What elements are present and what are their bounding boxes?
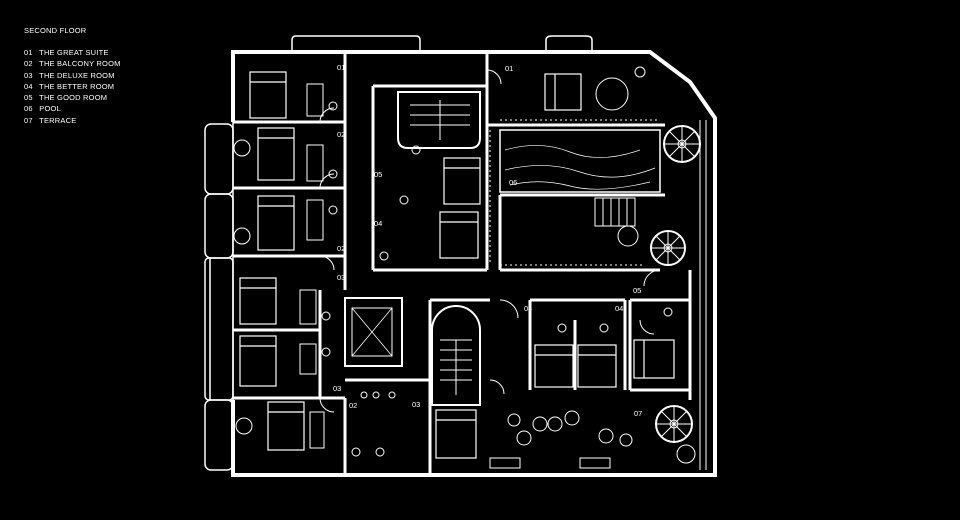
pool (499, 129, 661, 193)
bathroom-fixtures (299, 83, 673, 457)
tag-balcony-02b: 02 (337, 244, 346, 253)
legend-title: SECOND FLOOR (24, 26, 87, 35)
spiral-stairs (650, 125, 701, 443)
tag-good-05a: 05 (374, 170, 383, 179)
legend-item-great-suite: 01 THE GREAT SUITE (24, 48, 109, 57)
floor-legend: SECOND FLOOR 01 THE GREAT SUITE 02 THE B… (24, 26, 121, 126)
tag-deluxe-03c: 03 (412, 400, 421, 409)
tag-deluxe-03a: 03 (337, 273, 346, 282)
tag-better-04a: 04 (374, 219, 383, 228)
legend-item-pool: 06 POOL (24, 104, 61, 114)
exterior-walls (231, 50, 717, 477)
tag-good-05b: 05 (633, 286, 642, 295)
tag-great-suite-01a: 01 (337, 63, 346, 72)
tag-balcony-02a: 02 (337, 130, 346, 139)
plants (233, 139, 696, 464)
lift-core (344, 297, 403, 367)
tag-terrace-07: 07 (634, 409, 643, 418)
beds (239, 71, 675, 459)
tag-deluxe-03b: 03 (333, 384, 342, 393)
legend-item-balcony-room: 02 THE BALCONY ROOM (24, 59, 121, 69)
tag-balcony-02c: 02 (349, 401, 358, 410)
tag-better-04b: 04 (524, 304, 533, 313)
upper-stair (397, 91, 481, 149)
legend-item-deluxe-room: 03 THE DELUXE ROOM (24, 70, 115, 80)
tag-pool-06: 06 (509, 178, 518, 187)
glazing (489, 119, 707, 470)
tag-great-suite-01b: 01 (505, 64, 514, 73)
interior-walls (233, 52, 692, 475)
tag-better-04c: 04 (615, 304, 624, 313)
door-swings (319, 69, 661, 413)
pool-stair (594, 197, 636, 227)
legend-item-good-room: 05 THE GOOD ROOM (24, 93, 108, 103)
legend-item-terrace: 07 TERRACE (24, 115, 77, 125)
top-bays (291, 35, 593, 52)
terrace-furniture (489, 66, 646, 469)
legend-item-better-room: 04 THE BETTER ROOM (24, 81, 115, 91)
left-balconies (204, 123, 234, 471)
main-stair (431, 305, 481, 406)
